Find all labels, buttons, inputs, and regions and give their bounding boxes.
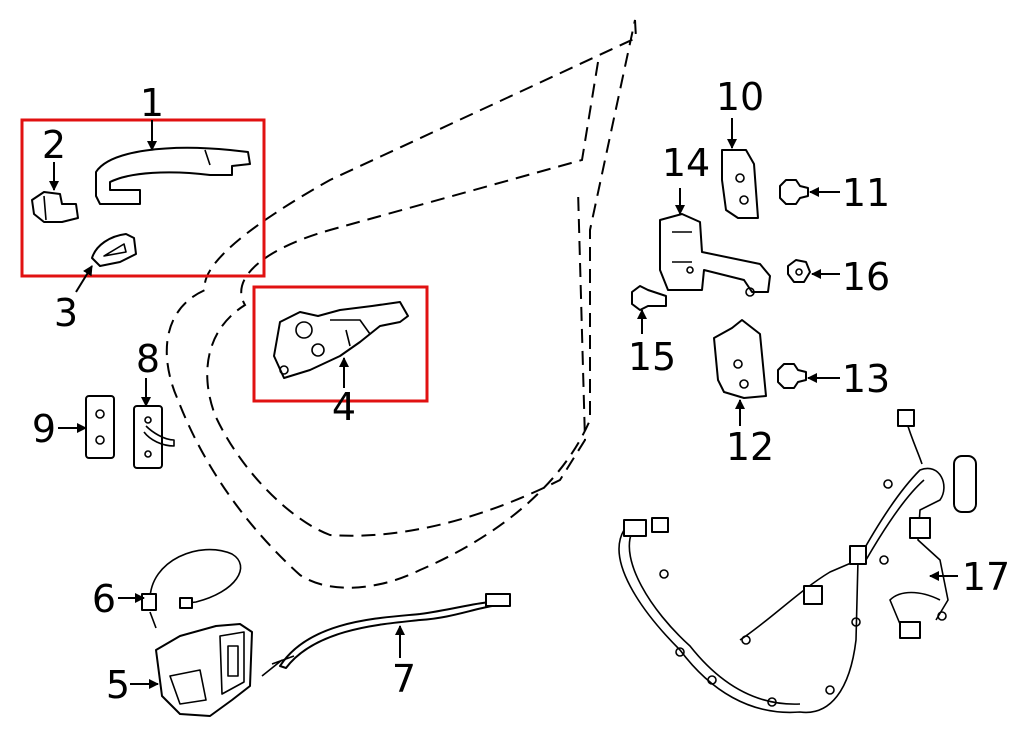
part-16-hinge-nut[interactable] (787, 259, 811, 283)
part-13-hinge-bolt[interactable] (777, 363, 807, 389)
part-8-striker[interactable] (133, 405, 175, 469)
callout-1: 1 (140, 81, 164, 125)
callout-17: 17 (962, 555, 1010, 599)
part-2-handle-cap[interactable] (31, 191, 79, 223)
part-7-latch-rod[interactable] (261, 593, 511, 677)
callout-8: 8 (136, 337, 160, 381)
part-9-striker-shim[interactable] (85, 395, 115, 459)
callout-5: 5 (106, 663, 130, 707)
callout-7: 7 (392, 657, 416, 701)
part-15-check-bolt[interactable] (631, 285, 667, 311)
callout-10: 10 (716, 75, 764, 119)
callout-labels: 1 2 3 4 5 6 7 8 9 10 11 12 13 14 15 16 1… (32, 75, 1010, 707)
part-17-wire-harness[interactable] (618, 409, 977, 714)
callout-15: 15 (628, 335, 676, 379)
callout-14: 14 (662, 141, 710, 185)
highlight-box-handle-bracket (252, 285, 429, 403)
callout-2: 2 (42, 123, 66, 167)
part-1-outside-handle[interactable] (95, 146, 251, 205)
part-14-door-check[interactable] (659, 213, 771, 297)
callout-12: 12 (726, 425, 774, 469)
leader-arrows (49, 118, 958, 689)
callout-6: 6 (92, 577, 116, 621)
callout-13: 13 (842, 357, 890, 401)
highlight-box-handle-group (20, 118, 266, 278)
part-11-hinge-bolt[interactable] (779, 179, 809, 205)
callout-4: 4 (332, 385, 356, 429)
part-12-lower-hinge[interactable] (713, 319, 767, 399)
part-10-upper-hinge[interactable] (721, 149, 759, 219)
callout-9: 9 (32, 407, 56, 451)
door-outline (165, 19, 638, 589)
part-4-handle-bracket[interactable] (273, 301, 409, 379)
part-3-handle-seal[interactable] (91, 233, 137, 267)
callout-3: 3 (54, 291, 78, 335)
callout-16: 16 (842, 255, 890, 299)
part-6-lock-cable[interactable] (141, 548, 242, 629)
part-5-door-latch[interactable] (155, 623, 253, 717)
callout-11: 11 (842, 171, 890, 215)
